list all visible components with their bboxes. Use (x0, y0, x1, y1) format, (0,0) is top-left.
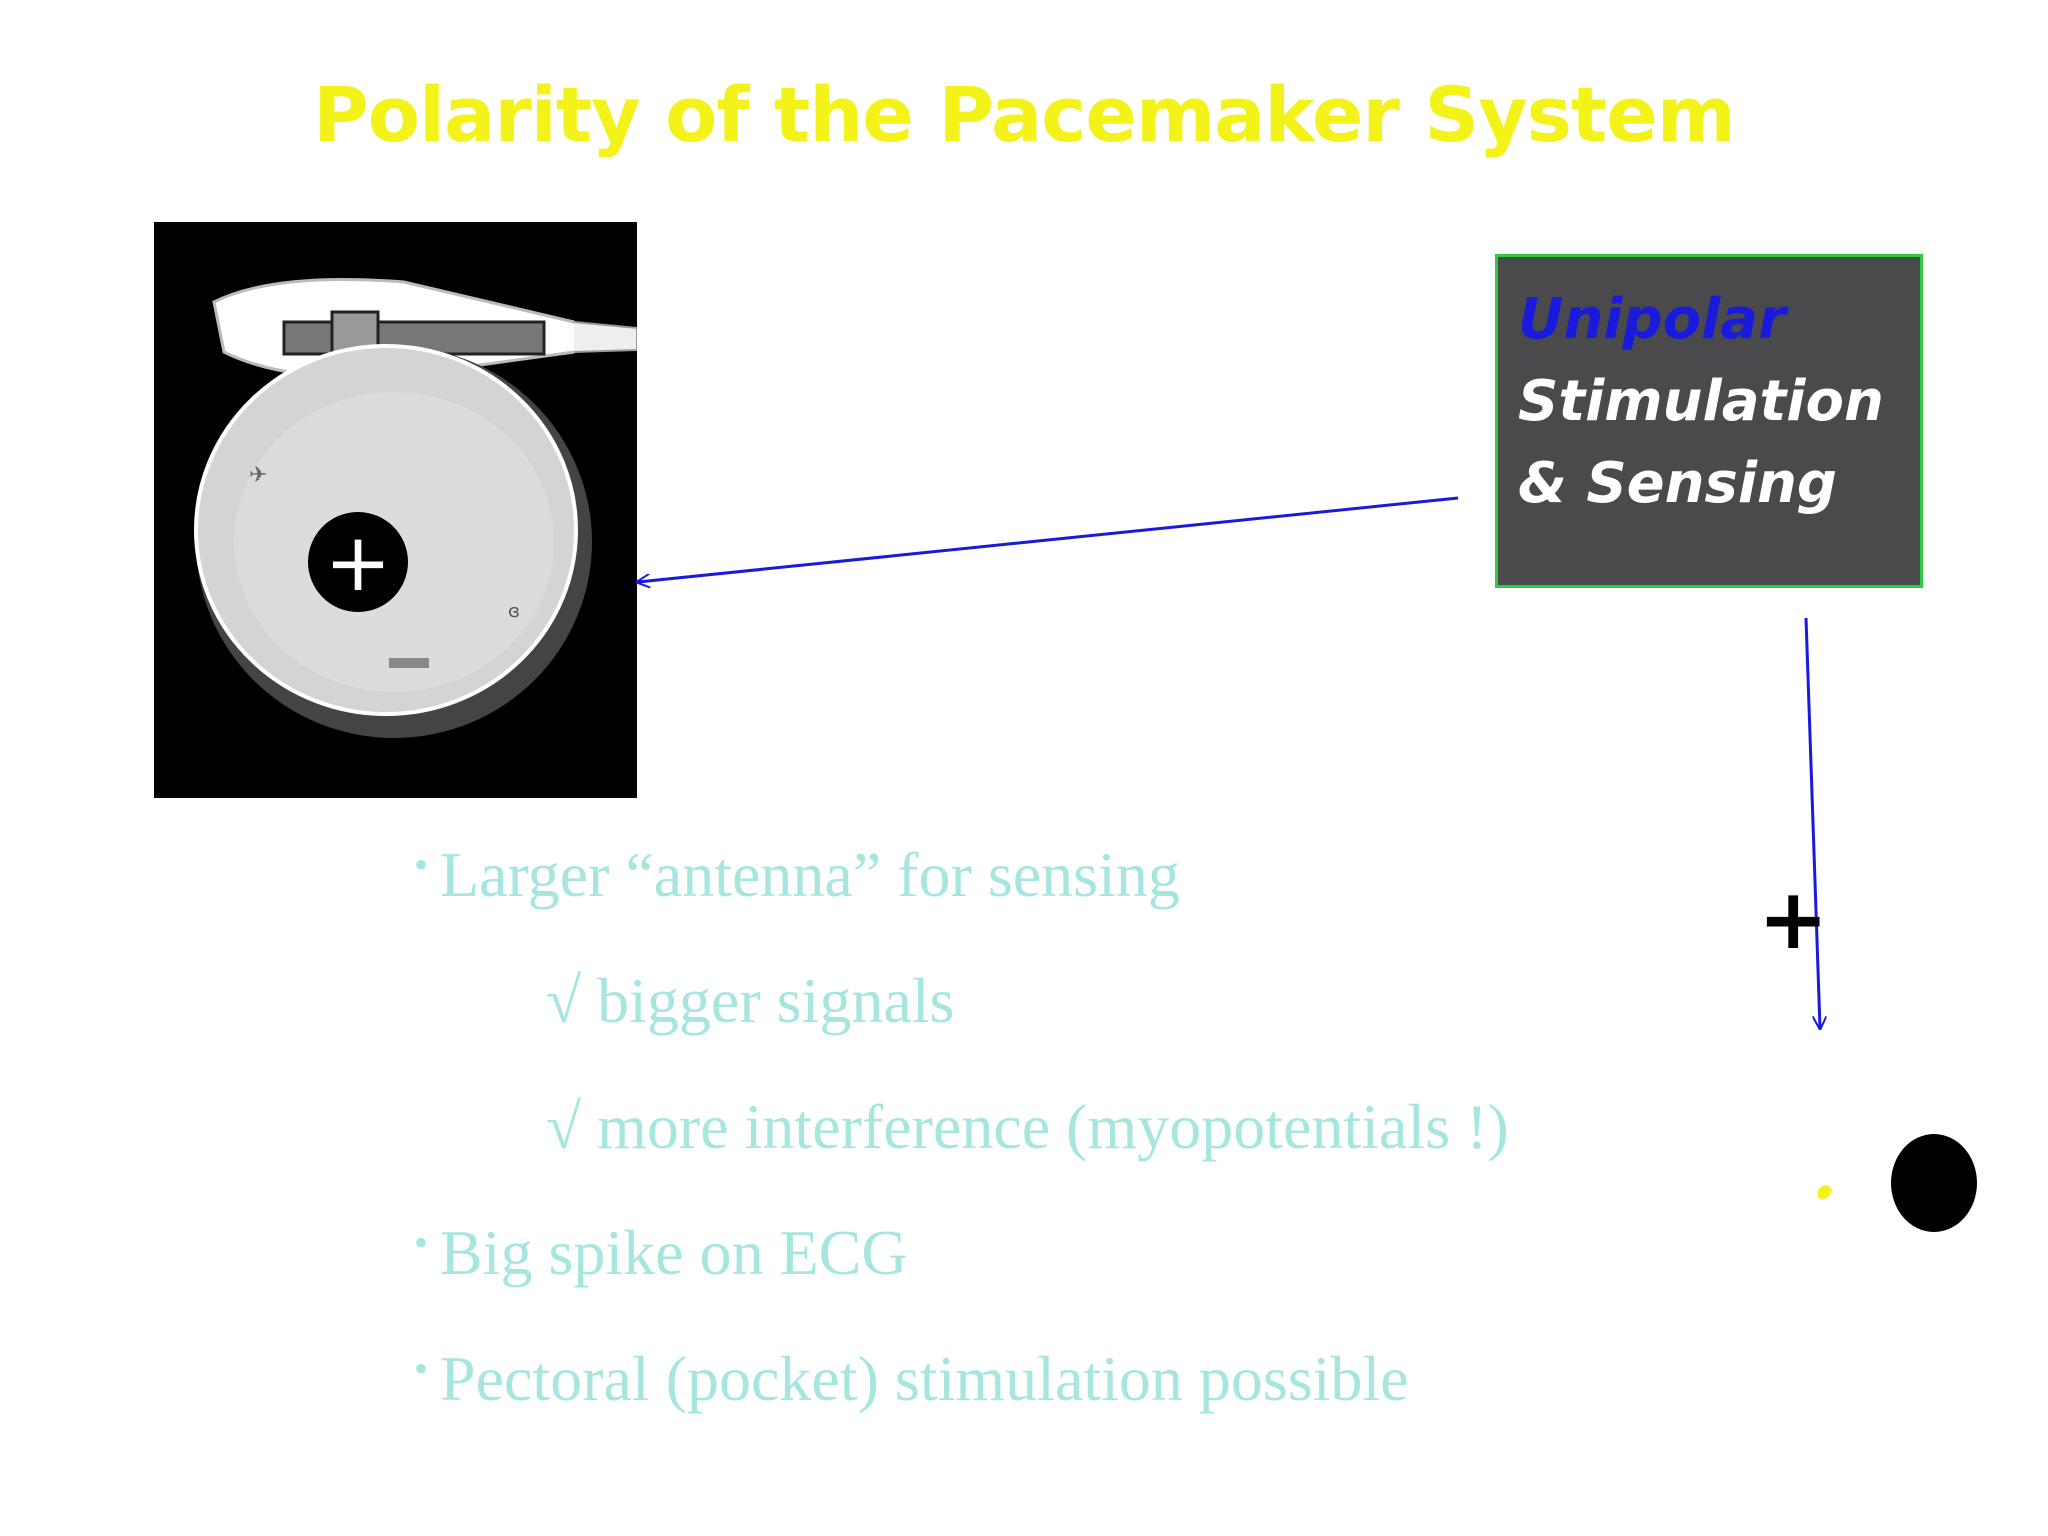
sub-item-bigger-signals: √ bigger signals (546, 965, 955, 1036)
lead-tip-electrode (1891, 1134, 1977, 1232)
positive-pole-circle (308, 512, 408, 612)
sub-item-interference: √ more interference (myopotentials !) (546, 1091, 1509, 1162)
bullet-item-antenna: •Larger “antenna” for sensing (414, 839, 1180, 910)
arrow-to-device (638, 496, 1459, 582)
bullet-item-ecg-spike: •Big spike on ECG (414, 1217, 908, 1288)
svg-text:✈: ✈ (249, 463, 267, 488)
mode-label: Unipolar (1518, 287, 1786, 352)
mode-label-line3: & Sensing (1518, 451, 1837, 516)
plus-icon: + (324, 516, 391, 609)
mode-label-line2: Stimulation (1518, 369, 1884, 434)
svg-text:ɞ: ɞ (508, 601, 520, 622)
bullet-item-pectoral: •Pectoral (pocket) stimulation possible (414, 1343, 1409, 1414)
arrow-to-electrode (1804, 617, 1820, 1028)
pacemaker-image: ✈ ɞ + (154, 222, 637, 798)
electrode-plus-icon: + (1758, 870, 1829, 968)
slide-title: Polarity of the Pacemaker System (313, 70, 1736, 159)
spark-mark (1818, 1185, 1832, 1199)
unipolar-label-box: Unipolar Stimulation & Sensing (1495, 254, 1923, 588)
